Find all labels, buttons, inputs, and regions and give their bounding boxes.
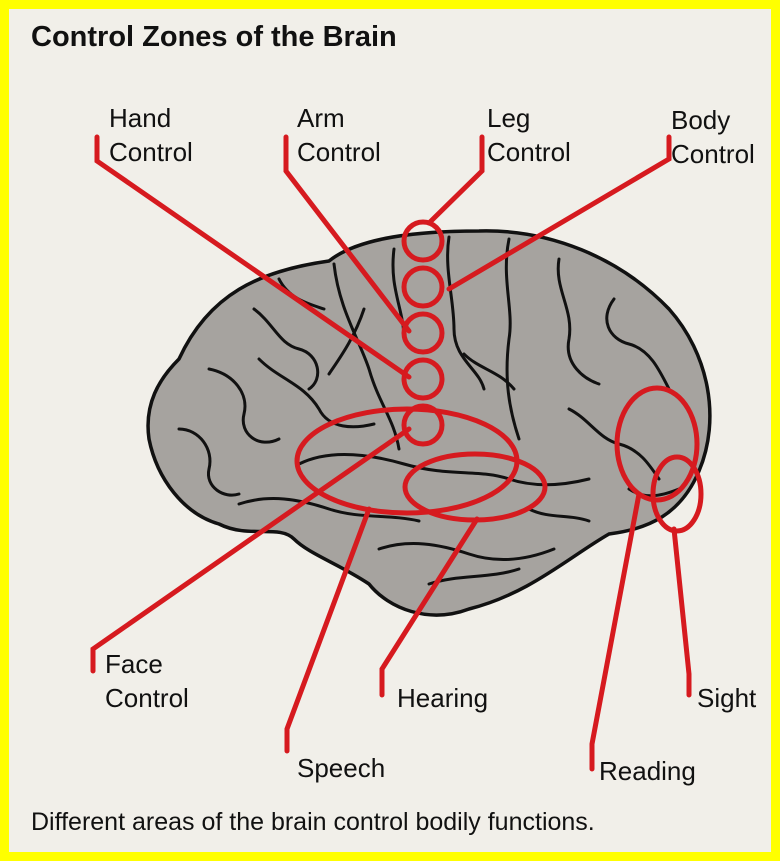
label-line: Body xyxy=(671,103,755,137)
label-line: Control xyxy=(487,135,571,169)
sight-leader xyxy=(674,529,689,695)
label-face-control: Face Control xyxy=(105,647,189,715)
diagram-title: Control Zones of the Brain xyxy=(31,21,397,54)
label-line: Leg xyxy=(487,101,571,135)
label-arm-control: Arm Control xyxy=(297,101,381,169)
label-hearing: Hearing xyxy=(397,681,488,715)
diagram-card: Control Zones of the Brain Hand Control … xyxy=(9,9,771,852)
label-line: Control xyxy=(671,137,755,171)
label-hand-control: Hand Control xyxy=(109,101,193,169)
label-reading: Reading xyxy=(599,754,696,788)
label-leg-control: Leg Control xyxy=(487,101,571,169)
leg-leader xyxy=(429,137,482,223)
label-line: Face xyxy=(105,647,189,681)
label-line: Control xyxy=(105,681,189,715)
diagram-caption: Different areas of the brain control bod… xyxy=(31,808,595,837)
label-line: Arm xyxy=(297,101,381,135)
label-line: Control xyxy=(109,135,193,169)
label-line: Hand xyxy=(109,101,193,135)
label-sight: Sight xyxy=(697,681,756,715)
label-line: Control xyxy=(297,135,381,169)
label-body-control: Body Control xyxy=(671,103,755,171)
label-speech: Speech xyxy=(297,751,385,785)
